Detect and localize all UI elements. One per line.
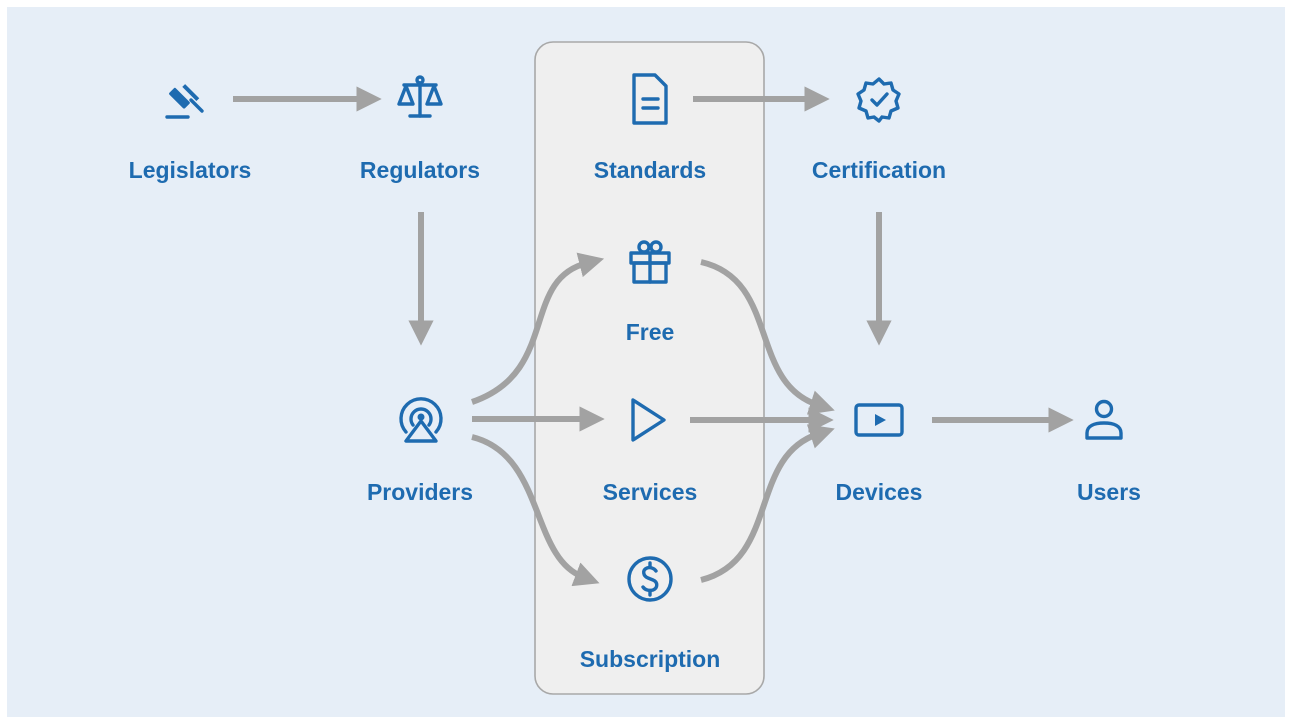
certification-label: Certification — [812, 157, 946, 183]
legislators-label: Legislators — [129, 157, 252, 183]
broadcast-tower-icon — [399, 397, 443, 443]
services-label: Services — [603, 479, 698, 505]
edge-subscription-devices — [700, 424, 835, 583]
edge-providers-free — [471, 252, 605, 405]
offer-group-box — [534, 41, 765, 695]
document-icon — [632, 73, 668, 125]
standards-label: Standards — [594, 157, 706, 183]
user-icon — [1085, 399, 1123, 440]
free-label: Free — [626, 319, 675, 345]
providers-label: Providers — [367, 479, 473, 505]
play-icon — [631, 398, 666, 442]
badge-check-icon — [856, 77, 901, 123]
scales-icon — [397, 75, 443, 118]
devices-label: Devices — [836, 479, 923, 505]
regulators-label: Regulators — [360, 157, 480, 183]
gavel-icon — [165, 84, 204, 119]
video-screen-icon — [854, 403, 904, 437]
gift-icon — [629, 240, 671, 284]
edge-providers-subscription — [471, 434, 600, 587]
subscription-label: Subscription — [580, 646, 721, 672]
dollar-coin-icon — [627, 556, 673, 602]
edge-free-devices — [700, 259, 835, 415]
edges — [233, 86, 1074, 587]
users-label: Users — [1077, 479, 1141, 505]
